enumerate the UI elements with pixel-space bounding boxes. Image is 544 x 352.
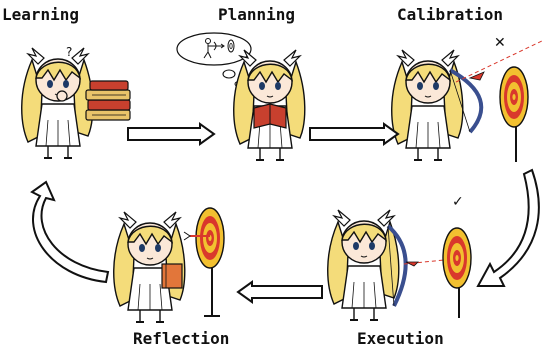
arrow-reflection-to-learning xyxy=(30,180,110,284)
thought-bubble xyxy=(176,32,252,87)
execution-scene: ✓ xyxy=(326,194,472,321)
stage-label-calibration: Calibration xyxy=(397,5,503,24)
target-stand-reflection xyxy=(204,268,220,317)
stage-label-execution: Execution xyxy=(357,329,444,348)
miss-mark-icon: ✕ xyxy=(494,35,506,51)
question-mark: ? xyxy=(66,45,72,59)
open-book-illustration xyxy=(253,103,287,129)
arrow-learning-to-planning xyxy=(127,122,216,146)
reflection-book-illustration xyxy=(161,263,183,289)
bow-illustration xyxy=(449,68,484,134)
flow-arrows xyxy=(30,122,540,304)
hit-mark-icon: ✓ xyxy=(452,194,464,210)
calibration-scene: ✕ xyxy=(390,35,544,162)
arrow-calibration-to-execution xyxy=(476,168,540,287)
arrow-planning-to-calibration xyxy=(309,122,400,146)
book-stack-illustration xyxy=(85,80,131,121)
stage-label-learning: Learning xyxy=(2,5,80,24)
aim-line-miss xyxy=(455,39,544,83)
learning-scene: ? xyxy=(20,45,131,159)
stage-label-reflection: Reflection xyxy=(133,329,230,348)
planning-scene xyxy=(176,32,306,161)
calibration-target-illustration xyxy=(499,66,529,128)
execution-target-illustration xyxy=(442,227,472,289)
reflection-scene xyxy=(112,207,225,323)
bow-illustration-execution xyxy=(386,224,408,307)
reflection-target-illustration xyxy=(195,207,225,269)
arrow-execution-to-reflection xyxy=(236,280,323,304)
stage-label-planning: Planning xyxy=(218,5,296,24)
